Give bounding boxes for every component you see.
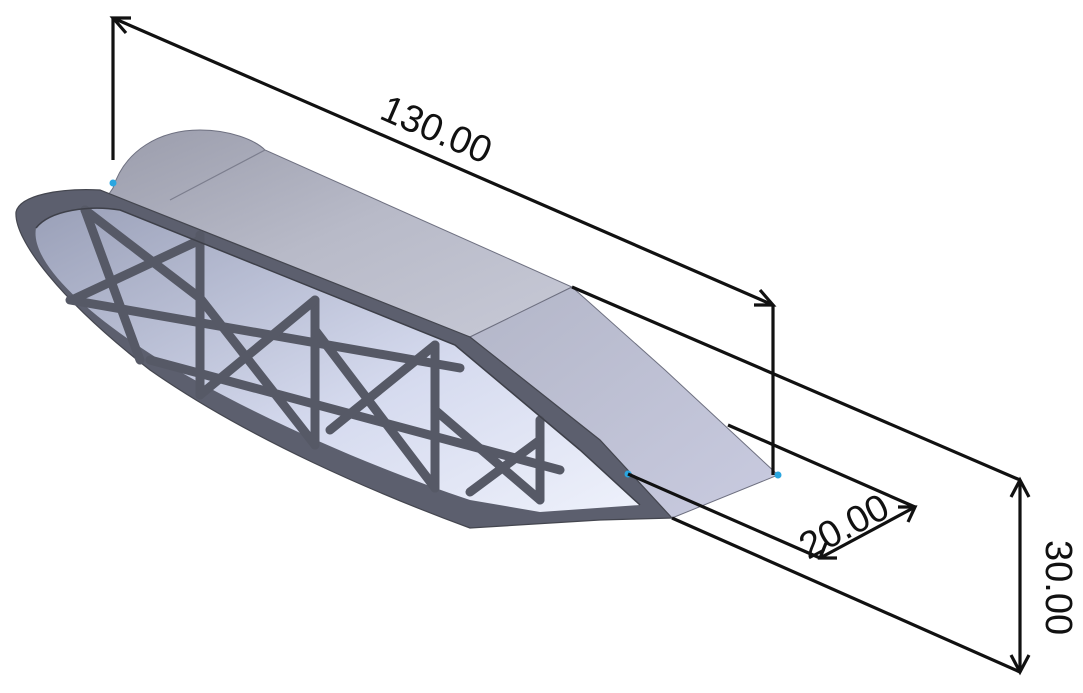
dimension-line-length [112,16,774,307]
arrowhead-length-end [754,288,777,307]
arrowhead-height-top [1009,476,1031,498]
truss-ribs [65,205,565,505]
arrowhead-length-start [109,16,131,35]
part-cavity-edge [35,207,641,506]
arrowhead-height-bottom [1009,654,1031,676]
point-marker-trailing-top [774,471,782,479]
extension-line-width-1 [727,423,916,509]
airfoil-rib-part [15,129,782,529]
dimension-label-width: 20.00 [793,486,897,568]
extension-line-width-2 [627,472,821,560]
dimension-label-height: 30.00 [1037,540,1079,635]
arrowhead-width-bottom [817,542,837,560]
part-seam-1 [169,149,266,201]
dimension-annotations [109,16,1031,676]
dimension-line-width [819,505,916,560]
extension-line-height-bottom [671,516,1021,674]
extension-line-height-top [571,285,1021,482]
arrowhead-width-top [898,505,918,523]
point-marker-leading [109,179,117,187]
